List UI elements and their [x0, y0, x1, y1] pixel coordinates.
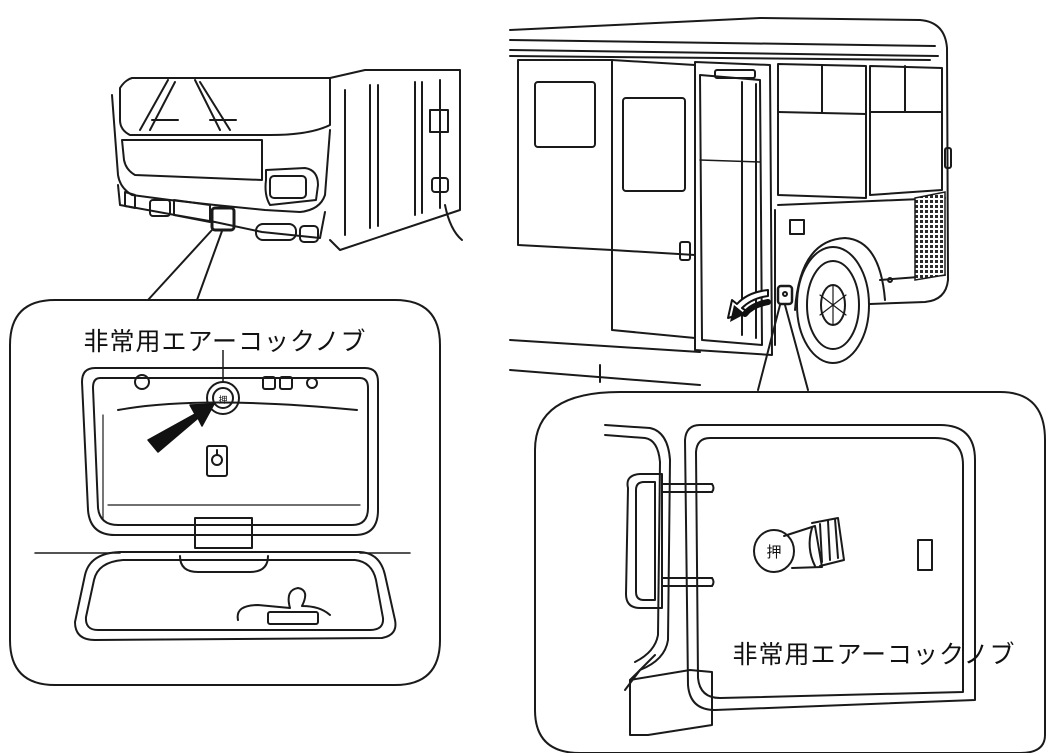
- right-body-edge: [604, 424, 715, 736]
- right-air-cock-knob: [753, 517, 845, 573]
- left-knob-mark: 押: [218, 394, 227, 406]
- bus-front-illustration: [111, 69, 463, 251]
- right-callout-panel: [534, 391, 1046, 753]
- right-callout-label: 非常用エアーコックノブ: [732, 640, 1015, 669]
- left-callout-panel: [9, 299, 441, 686]
- left-callout-label: 非常用エアーコックノブ: [83, 327, 366, 356]
- rear-grille: [914, 191, 946, 281]
- right-callout-pointer: [757, 304, 809, 391]
- left-open-lid: [74, 517, 397, 641]
- bus-side-illustration: [509, 17, 952, 386]
- push-arrow-icon: [147, 403, 215, 453]
- right-knob-mark: 押: [766, 543, 781, 561]
- left-compartment: [81, 367, 379, 536]
- left-callout-pointer: [147, 229, 223, 301]
- right-compartment: [684, 424, 976, 711]
